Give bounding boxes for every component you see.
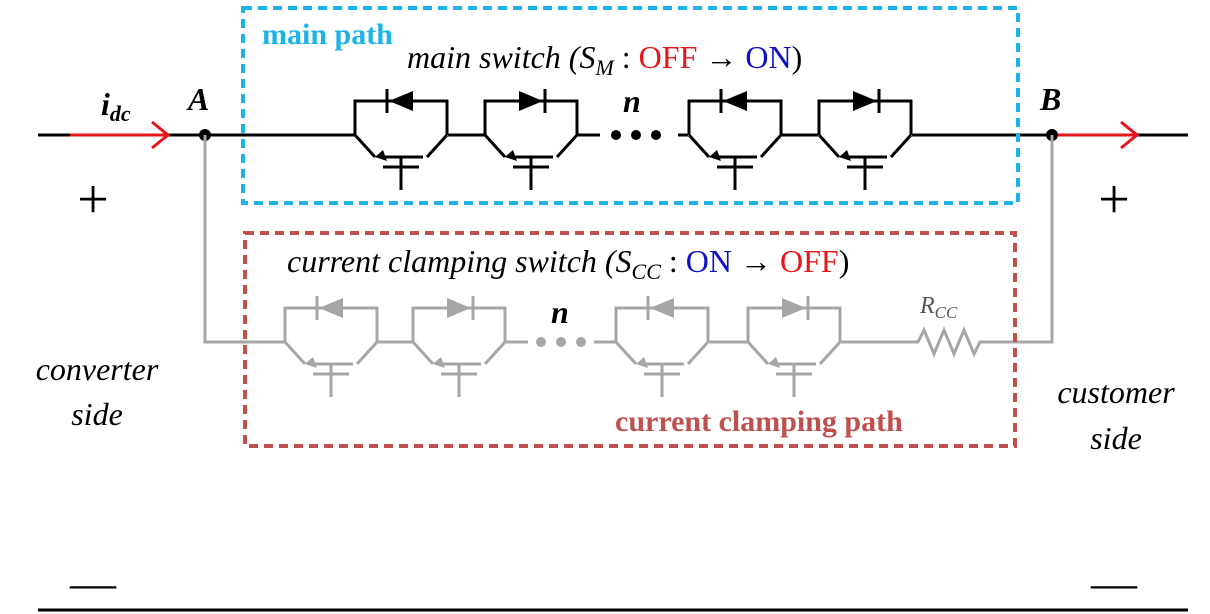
main-igbt-1 bbox=[353, 89, 449, 190]
clamp-n-label: n bbox=[551, 294, 569, 330]
plus-right: + bbox=[1098, 169, 1130, 231]
resistor-label: RCC bbox=[919, 293, 958, 322]
node-b-label: B bbox=[1039, 81, 1061, 117]
converter-side-line2: side bbox=[71, 396, 123, 432]
main-switch-caption: main switch (SM : OFF→ON) bbox=[407, 39, 802, 80]
main-igbt-4 bbox=[817, 89, 913, 190]
converter-side-line1: converter bbox=[36, 351, 159, 387]
clamping-path-label: current clamping path bbox=[615, 405, 903, 438]
current-arrow-right bbox=[1052, 120, 1140, 150]
main-n-label: n bbox=[623, 83, 641, 119]
main-path-box bbox=[241, 6, 1020, 205]
clamp-ellipsis bbox=[536, 337, 586, 347]
customer-side-line2: side bbox=[1090, 420, 1142, 456]
clamp-igbt-2 bbox=[411, 296, 507, 397]
clamp-igbt-4 bbox=[746, 296, 842, 397]
main-igbt-3 bbox=[687, 89, 783, 190]
main-path-label: main path bbox=[262, 18, 393, 51]
node-a-label: A bbox=[186, 81, 209, 117]
resistor-icon bbox=[910, 326, 984, 358]
minus-right: — bbox=[1090, 557, 1138, 608]
plus-left: + bbox=[77, 169, 109, 231]
customer-side-line1: customer bbox=[1057, 374, 1175, 410]
current-label: idc bbox=[101, 86, 131, 126]
clamp-igbt-3 bbox=[614, 296, 710, 397]
clamp-wires bbox=[203, 135, 1054, 344]
clamp-switch-caption: current clamping switch (SCC : ON→OFF) bbox=[287, 243, 849, 284]
main-igbt-2 bbox=[483, 89, 579, 190]
minus-left: — bbox=[69, 557, 117, 608]
clamp-igbt-1 bbox=[283, 296, 379, 397]
clamping-path-box bbox=[243, 231, 1017, 448]
main-wires bbox=[38, 133, 1188, 612]
current-arrow-left bbox=[70, 120, 171, 150]
main-ellipsis bbox=[611, 130, 661, 140]
